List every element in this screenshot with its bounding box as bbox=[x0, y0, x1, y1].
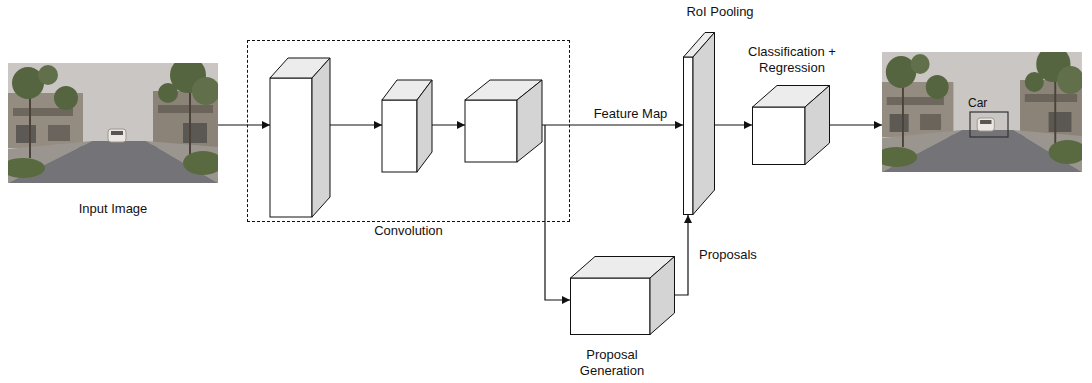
output-image: Car bbox=[882, 52, 1082, 172]
output-photo bbox=[882, 52, 1082, 172]
cube-outline bbox=[570, 256, 675, 335]
edge-label-holder: Proposals bbox=[697, 247, 759, 263]
conv-layer bbox=[382, 80, 432, 172]
cube-side bbox=[693, 33, 715, 215]
conv-layer bbox=[270, 58, 330, 217]
node-label: Input Image bbox=[8, 201, 218, 217]
layer-arrow bbox=[432, 124, 465, 125]
cube-side bbox=[805, 86, 830, 165]
layer-arrow bbox=[330, 124, 382, 125]
connector bbox=[830, 124, 882, 125]
connector bbox=[715, 124, 752, 125]
proposal-block: Proposal Generation bbox=[557, 256, 667, 379]
cube-outline bbox=[752, 85, 830, 165]
proposal-block-shape bbox=[570, 256, 675, 335]
connector bbox=[675, 215, 688, 295]
classifier-block: Classification + Regression bbox=[737, 44, 847, 165]
node-label: Convolution bbox=[247, 223, 570, 239]
connector bbox=[218, 124, 270, 125]
convolution-group-shape bbox=[247, 40, 570, 222]
edge-label: Proposals bbox=[697, 247, 759, 263]
node-label: RoI Pooling bbox=[670, 4, 770, 20]
cube-front bbox=[753, 107, 806, 165]
conv-layer bbox=[465, 80, 542, 162]
output-image-shape: Car bbox=[882, 52, 1082, 172]
input-image-shape bbox=[8, 63, 218, 183]
classifier-block-shape bbox=[752, 85, 830, 165]
node-label: Classification + Regression bbox=[737, 44, 847, 76]
convolution-group: Convolution bbox=[247, 40, 570, 239]
connector bbox=[542, 124, 683, 125]
connector bbox=[545, 125, 570, 300]
cube-side bbox=[650, 257, 675, 335]
bounding-box bbox=[970, 112, 1008, 137]
node-label: Car bbox=[968, 95, 987, 111]
cube-outline bbox=[683, 32, 715, 215]
edge-label-holder: Feature Map bbox=[592, 106, 670, 122]
input-photo bbox=[8, 63, 218, 183]
cube-front bbox=[684, 57, 694, 215]
roi-pooling-layer-shape bbox=[683, 32, 715, 215]
node-label: Proposal Generation bbox=[557, 347, 667, 379]
cube-front bbox=[571, 278, 651, 335]
input-image: Input Image bbox=[8, 63, 218, 217]
edge-label: Feature Map bbox=[592, 106, 670, 122]
